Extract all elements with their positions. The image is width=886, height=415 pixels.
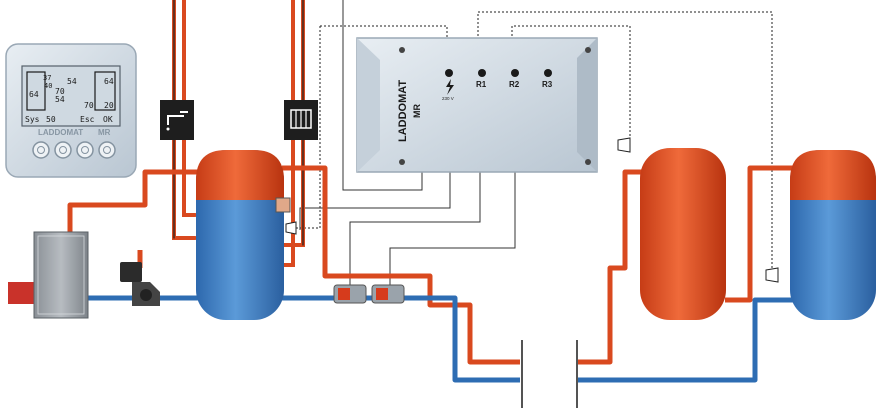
panel-buttons xyxy=(32,141,116,159)
lcd-center-b: 54 xyxy=(55,95,65,104)
lcd-right-top-b: 64 xyxy=(104,77,114,86)
lcd-left-mid: 40 xyxy=(44,82,52,90)
panel-button-2[interactable] xyxy=(54,141,72,159)
cold-pipe-return xyxy=(280,295,520,383)
pump-2 xyxy=(371,284,405,304)
lcd-right-top-a: 54 xyxy=(67,77,77,86)
lcd-right-mid: 70 xyxy=(84,101,94,110)
power-label: 230 V xyxy=(442,96,454,101)
panel-button-3[interactable] xyxy=(76,141,94,159)
cold-pipe-return-right xyxy=(578,297,800,383)
lcd-left-value: 64 xyxy=(29,90,39,99)
accumulator-tank-right xyxy=(765,150,876,320)
pump-1 xyxy=(333,284,367,304)
mixing-valve xyxy=(120,262,160,306)
sensor-wire-top xyxy=(320,25,448,40)
lcd-center-a: 70 xyxy=(55,87,65,96)
lcd-bottom-esc: Esc xyxy=(80,115,95,124)
sensor-wire-middle-tank xyxy=(511,25,631,138)
hot-pipe-supply xyxy=(282,165,520,365)
pipe-break xyxy=(521,340,578,408)
hot-pipes xyxy=(67,165,795,365)
panel-brand: LADDOMAT xyxy=(38,128,83,137)
lcd-bottom-value: 50 xyxy=(46,115,56,124)
sensor-wire-right-tank xyxy=(477,11,773,268)
main-tank-sensor xyxy=(285,221,297,235)
status-led-r1: R1 xyxy=(476,69,487,89)
radiator-icon xyxy=(284,100,318,140)
lcd-screen xyxy=(21,65,121,127)
boiler-burner xyxy=(8,282,34,304)
wire-main xyxy=(342,0,423,191)
display-panel: 37 40 64 70 54 54 64 70 20 Sys 50 Esc OK… xyxy=(5,43,137,178)
panel-button-1[interactable] xyxy=(32,141,50,159)
controller-brand: LADDOMAT xyxy=(397,80,409,142)
controller-model: MR xyxy=(412,104,422,118)
lcd-right-bottom: 20 xyxy=(104,101,114,110)
status-led-r2: R2 xyxy=(509,69,520,89)
hot-pipe-supply-right xyxy=(578,169,645,365)
hot-pipe-tank-link xyxy=(725,165,795,303)
lightning-icon xyxy=(446,79,454,95)
controller-box: LADDOMAT MR 230 V R1 R2 R3 xyxy=(356,37,598,173)
r2-label: R2 xyxy=(509,80,520,89)
lcd-bottom-sys: Sys xyxy=(25,115,40,124)
tap-icon xyxy=(160,100,194,140)
wire-pump-1 xyxy=(349,172,481,285)
wire-lower xyxy=(299,172,451,230)
r1-label: R1 xyxy=(476,80,487,89)
panel-model: MR xyxy=(98,128,111,137)
control-wires xyxy=(299,0,516,285)
wire-pump-2 xyxy=(389,172,516,285)
status-led-r3: R3 xyxy=(542,69,553,89)
status-led-power: 230 V xyxy=(442,69,454,101)
main-storage-tank xyxy=(196,150,291,320)
lcd-left-top: 37 xyxy=(43,74,51,82)
r3-label: R3 xyxy=(542,80,553,89)
panel-button-4[interactable] xyxy=(98,141,116,159)
boiler xyxy=(8,231,89,319)
hot-pipe-boiler xyxy=(67,169,200,250)
lcd-bottom-ok: OK xyxy=(103,115,113,124)
top-pipes xyxy=(172,0,305,267)
accumulator-tank-middle xyxy=(617,137,726,320)
